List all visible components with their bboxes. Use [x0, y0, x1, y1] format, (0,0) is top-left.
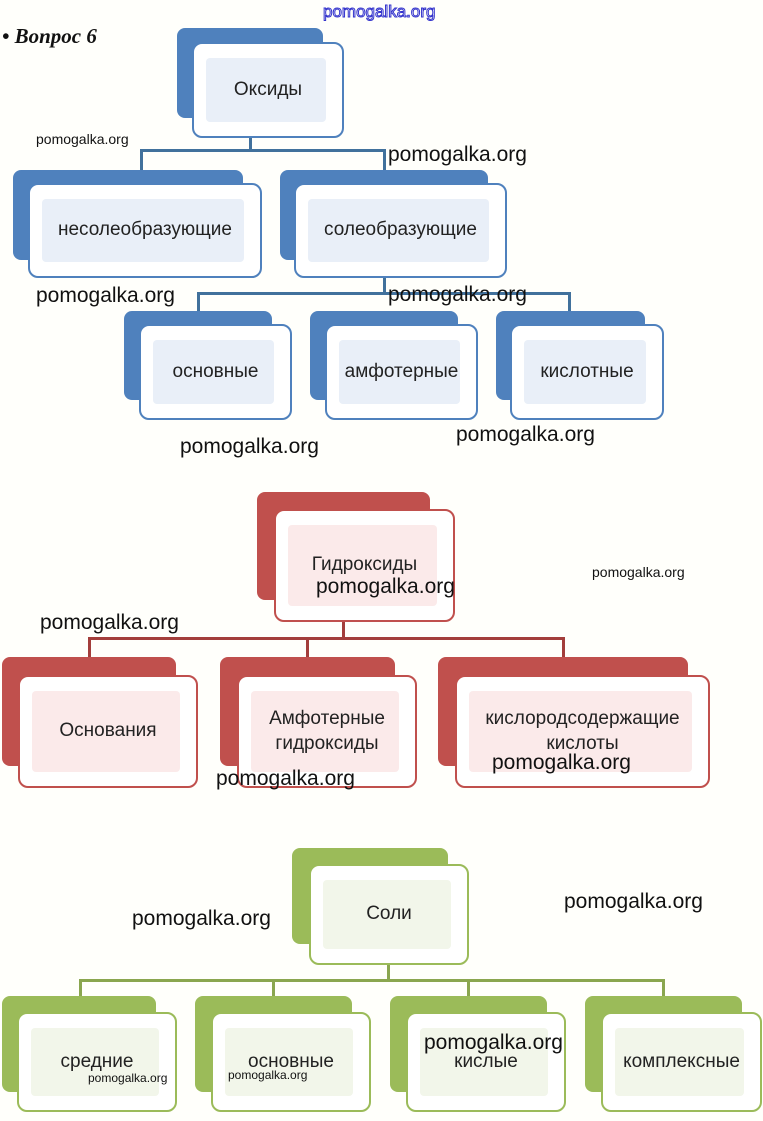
node-oxygen-acids: кислородсодержащие кислоты	[455, 675, 710, 788]
node-label: кислотные	[540, 360, 634, 382]
watermark: pomogalka.org	[228, 1068, 308, 1082]
node-label: амфотерные	[344, 360, 459, 382]
node-label: Оксиды	[233, 78, 303, 100]
connector	[568, 292, 571, 312]
node-basic-salts: основные	[211, 1012, 371, 1112]
connector	[387, 963, 390, 981]
node-label: кислородсодержащие кислоты	[485, 707, 680, 754]
node-acid-salts: кислые	[406, 1012, 566, 1112]
watermark: pomogalka.org	[322, 2, 436, 22]
question-title: • Вопрос 6	[2, 24, 97, 48]
node-amphoteric-hydroxides: Амфотерные гидроксиды	[237, 675, 417, 788]
watermark: pomogalka.org	[456, 423, 595, 446]
node-salts: Соли	[309, 864, 469, 965]
watermark: pomogalka.org	[388, 283, 527, 306]
node-non-salt-forming: несолеобразующие	[28, 183, 262, 278]
watermark: pomogalka.org	[132, 907, 271, 930]
node-label: Гидроксиды	[311, 554, 418, 576]
connector	[342, 620, 345, 639]
node-hydroxides: Гидроксиды	[274, 509, 455, 622]
connector	[79, 979, 82, 997]
watermark: pomogalka.org	[36, 131, 129, 147]
watermark: pomogalka.org	[564, 890, 703, 913]
node-label: Амфотерные гидроксиды	[269, 707, 385, 754]
node-label: Основания	[59, 720, 157, 742]
connector	[140, 149, 143, 171]
connector	[383, 149, 386, 171]
connector	[383, 276, 386, 294]
connector	[662, 979, 665, 997]
node-label: комплексные	[623, 1050, 740, 1072]
node-label: несолеобразующие	[57, 219, 232, 241]
watermark: pomogalka.org	[316, 575, 455, 598]
connector	[306, 637, 309, 658]
node-oxides: Оксиды	[192, 42, 344, 138]
node-label: солеобразующие	[324, 219, 477, 241]
watermark: pomogalka.org	[424, 1031, 563, 1054]
watermark: pomogalka.org	[388, 143, 527, 166]
node-bases: Основания	[18, 675, 198, 788]
node-amphoteric-oxides: амфотерные	[325, 324, 478, 420]
watermark: pomogalka.org	[36, 284, 175, 307]
node-salt-forming: солеобразующие	[294, 183, 507, 278]
watermark: pomogalka.org	[492, 751, 631, 774]
node-label: средние	[60, 1050, 134, 1072]
watermark: pomogalka.org	[592, 564, 685, 580]
connector	[140, 149, 386, 152]
connector	[88, 637, 91, 658]
node-basic-oxides: основные	[139, 324, 292, 420]
node-label: кислые	[454, 1050, 518, 1072]
connector	[249, 136, 252, 151]
connector	[272, 979, 275, 997]
watermark: pomogalka.org	[88, 1071, 168, 1085]
node-normal-salts: средние	[17, 1012, 177, 1112]
connector	[197, 292, 571, 295]
watermark: pomogalka.org	[40, 611, 179, 634]
node-acidic-oxides: кислотные	[510, 324, 664, 420]
connector	[562, 637, 565, 658]
connector	[79, 979, 665, 982]
watermark: pomogalka.org	[180, 435, 319, 458]
connector	[467, 979, 470, 997]
node-label: Соли	[366, 903, 412, 925]
connector	[197, 292, 200, 312]
node-label: основные	[172, 360, 259, 382]
node-complex-salts: комплексные	[601, 1012, 762, 1112]
connector	[88, 637, 565, 640]
node-label: основные	[248, 1050, 334, 1072]
watermark: pomogalka.org	[216, 767, 355, 790]
